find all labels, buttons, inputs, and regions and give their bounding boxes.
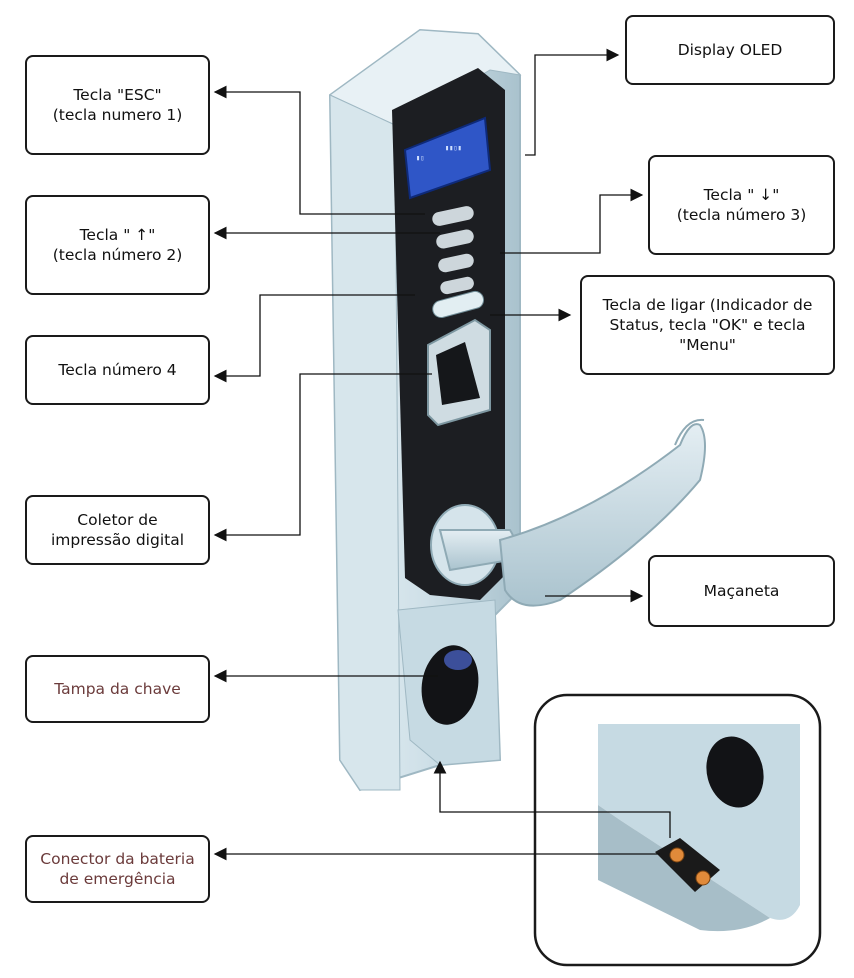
oled-screen: ▮▯ ▮▮▯▮: [403, 116, 492, 200]
battery-connector-inset: [533, 693, 822, 967]
label-conector: Conector da bateria de emergência: [25, 835, 210, 903]
keypad: [431, 205, 486, 320]
label-tampa: Tampa da chave: [25, 655, 210, 723]
label-display-oled: Display OLED: [625, 15, 835, 85]
label-macaneta: Maçaneta: [648, 555, 835, 627]
line-down: [500, 188, 644, 254]
line-esc: [213, 85, 425, 215]
key-up[interactable]: [435, 228, 475, 250]
key-4[interactable]: [439, 276, 475, 296]
key-down[interactable]: [437, 252, 475, 273]
label-coletor: Coletor de impressão digital: [25, 495, 210, 565]
key-cover: [397, 599, 501, 766]
line-display: [525, 48, 620, 156]
line-tecla4: [213, 294, 415, 383]
line-coletor: [213, 373, 432, 542]
door-handle: [430, 418, 706, 607]
fingerprint-reader: [427, 318, 491, 427]
svg-text:▮▮▯▮: ▮▮▯▮: [445, 144, 462, 152]
callout-lines: [213, 48, 671, 861]
key-esc[interactable]: [431, 205, 475, 227]
line-conector: [433, 760, 671, 838]
label-tecla-ligar: Tecla de ligar (Indicador de Status, tec…: [580, 275, 835, 375]
label-tecla-up: Tecla " ↑" (tecla número 2): [25, 195, 210, 295]
label-tecla-4: Tecla número 4: [25, 335, 210, 405]
label-tecla-esc: Tecla "ESC" (tecla numero 1): [25, 55, 210, 155]
label-tecla-down: Tecla " ↓" (tecla número 3): [648, 155, 835, 255]
svg-text:▮▯: ▮▯: [416, 154, 424, 162]
key-power[interactable]: [431, 290, 486, 320]
